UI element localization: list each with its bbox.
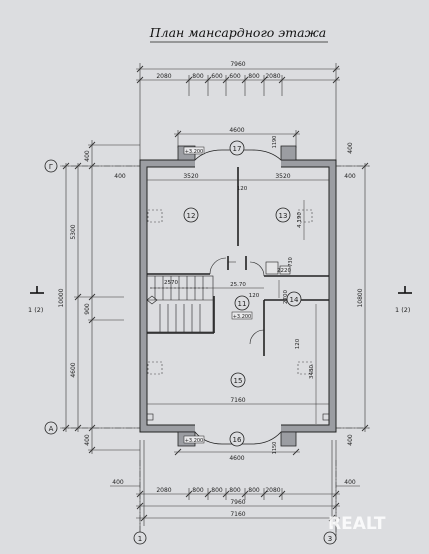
dim-bot-seg-2: 800 [192, 487, 204, 494]
dim-top-seg-4: 600 [229, 73, 241, 80]
dim-900: 900 [84, 303, 91, 315]
dim-400-right-top: 400 [347, 142, 354, 154]
section-mark-right: 1 (2) [395, 306, 410, 314]
dim-balcony-bottom: 4600 [229, 455, 244, 462]
dim-bot-seg-1: 2080 [156, 487, 171, 494]
dim-2700: 2700 [283, 290, 289, 304]
level-mark-top [183, 146, 205, 155]
dim-400-left-top: 400 [84, 150, 91, 162]
level-bottom: +3.200 [185, 438, 204, 444]
room-15-label: 15 [234, 377, 243, 385]
dim-4190: 4.190 [297, 212, 303, 228]
axis-label-3: 3 [328, 535, 332, 543]
dim-overall-height-right: 10800 [357, 288, 364, 307]
corner-mark-left [146, 413, 154, 421]
dim-400-top-left: 400 [114, 173, 126, 180]
dim-2570-corridor: 25.70 [230, 282, 246, 288]
room-11-label: 11 [238, 300, 247, 308]
dim-inner-width-bottom: 7160 [230, 511, 245, 518]
dim-400-bottom-right: 400 [344, 479, 356, 486]
room-16-label: 16 [233, 436, 242, 444]
corner-mark-right [322, 413, 330, 421]
dim-overall-width-bottom: 7960 [230, 499, 245, 506]
dim-1150: 1150 [272, 442, 278, 455]
bottom-balcony-piers [177, 431, 297, 447]
dim-400-top-right: 400 [344, 173, 356, 180]
interior-dimension-lines [147, 179, 329, 424]
plan-title: План мансардного этажа [149, 25, 327, 40]
dim-top-seg-1: 2080 [156, 73, 171, 80]
axis-label-1: 1 [138, 535, 142, 543]
dim-bot-seg-4: 800 [229, 487, 241, 494]
dim-top-seg-2: 800 [192, 73, 204, 80]
axis-label-g: Г [49, 163, 53, 171]
room-12-label: 12 [187, 212, 196, 220]
dim-4600-left: 4600 [70, 362, 77, 377]
section-mark-left: 1 (2) [28, 306, 43, 314]
dim-bot-seg-3: 800 [211, 487, 223, 494]
dim-3480: 3480 [309, 365, 315, 379]
bottom-balcony-gap [195, 424, 281, 437]
room-13-label: 13 [279, 212, 288, 220]
dim-top-seg-3: 600 [211, 73, 223, 80]
dim-1190: 1190 [272, 136, 278, 149]
dim-2570-stair: 2570 [164, 280, 178, 286]
door-swings [209, 257, 265, 345]
room-marker-17 [229, 140, 245, 156]
level-top: +3.200 [185, 149, 204, 155]
section-marks [30, 286, 412, 294]
dim-overall-height-left: 10000 [58, 288, 65, 307]
level-mark-bottom [183, 435, 205, 444]
roof-windows [147, 209, 313, 375]
dim-top-seg-6: 2080 [265, 73, 280, 80]
dim-400-left-bottom: 400 [84, 434, 91, 446]
dim-bot-seg-6: 2080 [265, 487, 280, 494]
dim-400-right-bottom: 400 [347, 434, 354, 446]
dim-3520-left: 3520 [183, 173, 198, 180]
top-dimension-lines [136, 63, 340, 160]
top-dimension-ticks [136, 65, 340, 138]
level-mid: +3.200 [233, 314, 252, 320]
dim-top-seg-5: 800 [248, 73, 260, 80]
dim-balcony-top: 4600 [229, 127, 244, 134]
dim-bot-seg-5: 800 [248, 487, 260, 494]
top-balcony-gap [195, 155, 281, 168]
dim-2220: 2220 [277, 268, 291, 274]
axis-markers [44, 159, 337, 545]
axis-label-a: А [49, 425, 54, 433]
room-17-label: 17 [233, 145, 242, 153]
dim-3520-right: 3520 [275, 173, 290, 180]
bathroom-fixtures [265, 261, 291, 275]
room-14-label: 14 [290, 296, 299, 304]
dim-120-top: 120 [237, 186, 248, 192]
dim-overall-width-top: 7960 [230, 61, 245, 68]
dim-730: 730 [288, 257, 294, 267]
right-dimension-lines [336, 163, 369, 432]
level-mark-mid [231, 311, 253, 320]
dim-7160-room15: 7160 [230, 397, 245, 404]
dim-120-room15: 120 [295, 338, 301, 349]
dim-5300: 5300 [70, 224, 77, 239]
room-marker-16 [229, 431, 245, 447]
realt-watermark: REALT [328, 514, 386, 534]
dim-400-bottom-left: 400 [112, 479, 124, 486]
room-markers [183, 207, 302, 388]
dim-120-corridor: 120 [249, 293, 260, 299]
